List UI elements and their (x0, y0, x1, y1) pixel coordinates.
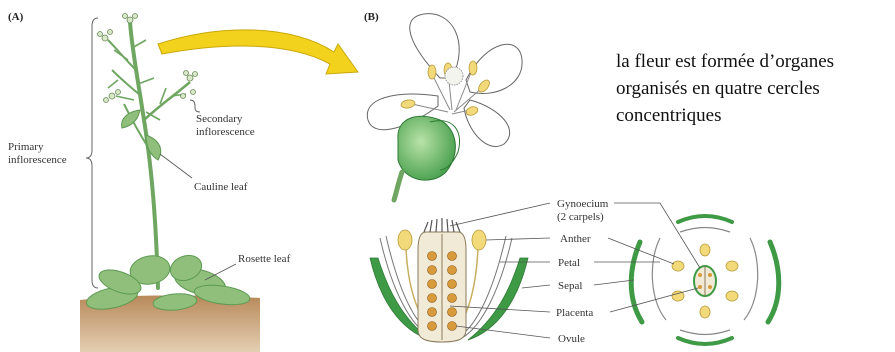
caption-line-3: concentriques (616, 102, 892, 129)
sepal-label: Sepal (558, 280, 582, 292)
secondary-inflorescence-label: Secondary (196, 113, 243, 125)
secondary-inflorescence-label-line2: inflorescence (196, 126, 255, 138)
rosette-leaf-label: Rosette leaf (238, 253, 291, 265)
secondary-inflorescence-bracket (190, 100, 200, 112)
caption-text: la fleur est formée d’organes organisés … (616, 48, 892, 129)
caption-line-1: la fleur est formée d’organes (616, 48, 892, 75)
floral-diagram (631, 216, 779, 344)
cauline-leaf-label: Cauline leaf (194, 181, 248, 193)
flower-section (370, 218, 528, 342)
rosette-leaf-leader (205, 264, 236, 280)
anther-label: Anther (560, 233, 591, 245)
panel-a-label: (A) (8, 11, 24, 23)
stigma (445, 67, 463, 85)
panel-b-label: (B) (364, 11, 379, 23)
primary-inflorescence-label-line2: inflorescence (8, 154, 67, 166)
pedicel (394, 172, 402, 200)
primary-inflorescence-bracket (86, 18, 98, 288)
rosette (84, 251, 250, 313)
gynoecium-label-line2: (2 carpels) (557, 211, 604, 223)
ovule-label: Ovule (558, 333, 585, 345)
zoom-arrow (158, 30, 358, 74)
cauline-leaf-leader (160, 154, 192, 178)
caption-line-2: organisés en quatre cercles (616, 75, 892, 102)
placenta-label: Placenta (556, 307, 593, 319)
sepal-bud (398, 116, 456, 180)
cauline-leaf (122, 110, 140, 128)
petal-label: Petal (558, 257, 580, 269)
primary-inflorescence-label: Primary (8, 141, 44, 153)
gynoecium-label: Gynoecium (557, 198, 609, 210)
flower-illustration (367, 14, 522, 200)
